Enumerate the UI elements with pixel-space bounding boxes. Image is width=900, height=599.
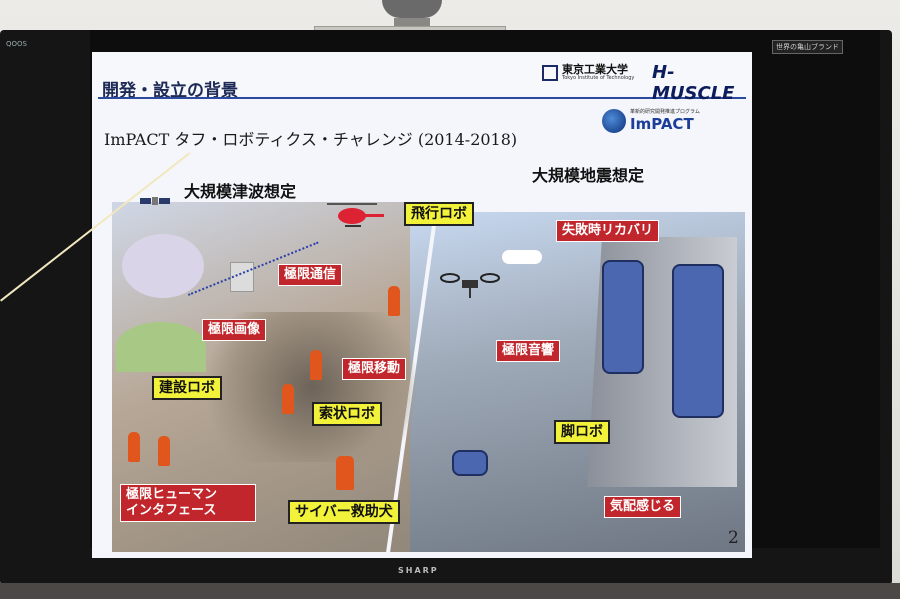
tsunami-heading: 大規模津波想定: [184, 182, 297, 201]
label-extreme-hmi: 極限ヒューマン インタフェース: [120, 484, 256, 522]
helicopter-icon: [327, 203, 384, 227]
university-name-en: Tokyo Institute of Technology: [562, 75, 635, 81]
tv-brand-sharp: SHARP: [398, 566, 439, 575]
operator-icon: [128, 432, 140, 462]
camera-device: [382, 0, 442, 18]
camera-stem: [394, 18, 430, 28]
label-cable-robot: 索状ロボ: [312, 402, 382, 426]
rescue-worker-icon: [388, 286, 400, 316]
leg-robot-icon-2: [672, 264, 724, 418]
rescue-worker-icon-2: [310, 350, 322, 380]
earthquake-heading: 大規模地震想定: [532, 166, 645, 185]
slide-page-number: 2: [728, 528, 739, 548]
label-extreme-image: 極限画像: [202, 319, 267, 341]
building-icon: [230, 262, 254, 292]
label-extreme-acoustic: 極限音響: [496, 340, 561, 362]
impact-logo: 革新的研究開発推進プログラム ImPACT: [602, 108, 700, 133]
titech-emblem-icon: [542, 64, 558, 81]
control-room-bubble: [122, 234, 204, 298]
label-failure-recovery: 失敗時リカバリ: [556, 220, 660, 242]
university-name: 東京工業大学: [562, 63, 628, 76]
operator-icon-2: [158, 436, 170, 466]
drone-icon: [440, 273, 500, 298]
slide-subtitle: ImPACT タフ・ロボティクス・チャレンジ (2014-2018): [104, 130, 518, 149]
label-construction-robot: 建設ロボ: [152, 376, 222, 400]
leg-robot-icon: [602, 260, 644, 374]
tv-brand-left: QOOS: [6, 40, 27, 48]
rescue-worker-icon-4: [336, 456, 354, 490]
header-divider: [98, 97, 746, 99]
hill-illustration: [116, 322, 206, 372]
cloud-icon: [502, 250, 542, 264]
label-flying-robot: 飛行ロボ: [404, 202, 474, 226]
satellite-icon: [140, 197, 170, 205]
slide-title: 開発・設立の背景: [102, 81, 238, 101]
label-cyber-rescue-dog: サイバー救助犬: [288, 500, 400, 524]
label-leg-robot: 脚ロボ: [554, 420, 610, 444]
tv-brand-right: 世界の亀山ブランド: [772, 40, 843, 54]
tv-stand: [0, 583, 900, 599]
hmuscle-logo: H-MUSCLE: [652, 62, 735, 104]
label-extreme-move: 極限移動: [342, 358, 407, 380]
label-extreme-hmi-line1: 極限ヒューマン: [126, 487, 218, 502]
label-extreme-comm: 極限通信: [278, 264, 343, 286]
impact-program-name: 革新的研究開発推進プログラム: [630, 109, 700, 115]
globe-icon: [602, 108, 626, 133]
presentation-slide: 開発・設立の背景 東京工業大学 Tokyo Institute of Techn…: [92, 52, 752, 558]
slide-header: [92, 52, 752, 96]
titech-logo-group: 東京工業大学 Tokyo Institute of Technology: [542, 64, 634, 81]
cyber-dog-icon: [452, 450, 488, 476]
label-extreme-hmi-line2: インタフェース: [126, 503, 217, 518]
rescue-worker-icon-3: [282, 384, 294, 414]
label-sense-presence: 気配感じる: [604, 496, 682, 518]
impact-wordmark: ImPACT: [630, 115, 694, 133]
